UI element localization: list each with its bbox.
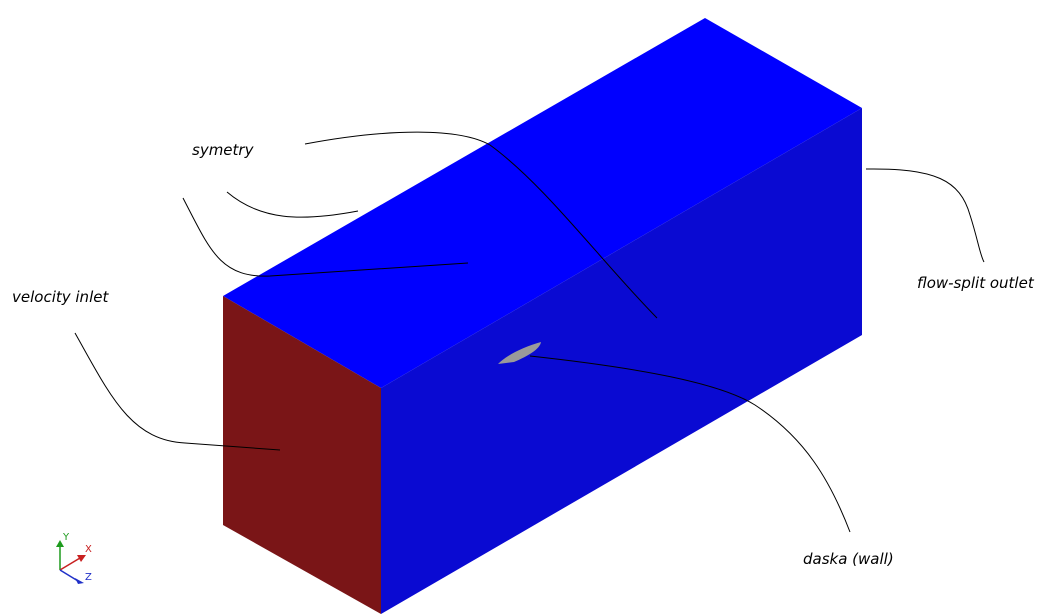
axis-x-arrow-icon [77, 555, 86, 562]
daska-wall-plate[interactable] [498, 342, 541, 364]
leader-velocity-inlet [74, 332, 281, 451]
axis-triad [56, 540, 86, 584]
axis-z-line [59, 569, 79, 582]
label-flow-split-outlet: flow-split outlet [917, 274, 1034, 292]
axis-label-z: Z [85, 572, 92, 583]
label-daska-wall: daska (wall) [803, 550, 894, 568]
leader-symetry-3 [182, 197, 469, 277]
leader-daska-wall [529, 355, 851, 533]
axis-label-y: Y [63, 532, 70, 543]
inlet-face[interactable] [223, 296, 381, 614]
leader-flow-split-outlet [865, 168, 985, 263]
axis-x-line [59, 557, 81, 571]
label-symetry: symetry [192, 141, 254, 159]
side-face-symmetry[interactable] [381, 108, 862, 614]
axis-z-arrow-icon [75, 578, 84, 584]
leader-lines [74, 131, 985, 533]
leader-symetry-1 [304, 131, 658, 319]
axis-y-arrow-icon [56, 540, 64, 547]
leader-symetry-2 [226, 191, 359, 218]
label-velocity-inlet: velocity inlet [12, 288, 109, 306]
axis-label-x: X [85, 544, 92, 555]
top-face-symmetry[interactable] [223, 18, 862, 388]
